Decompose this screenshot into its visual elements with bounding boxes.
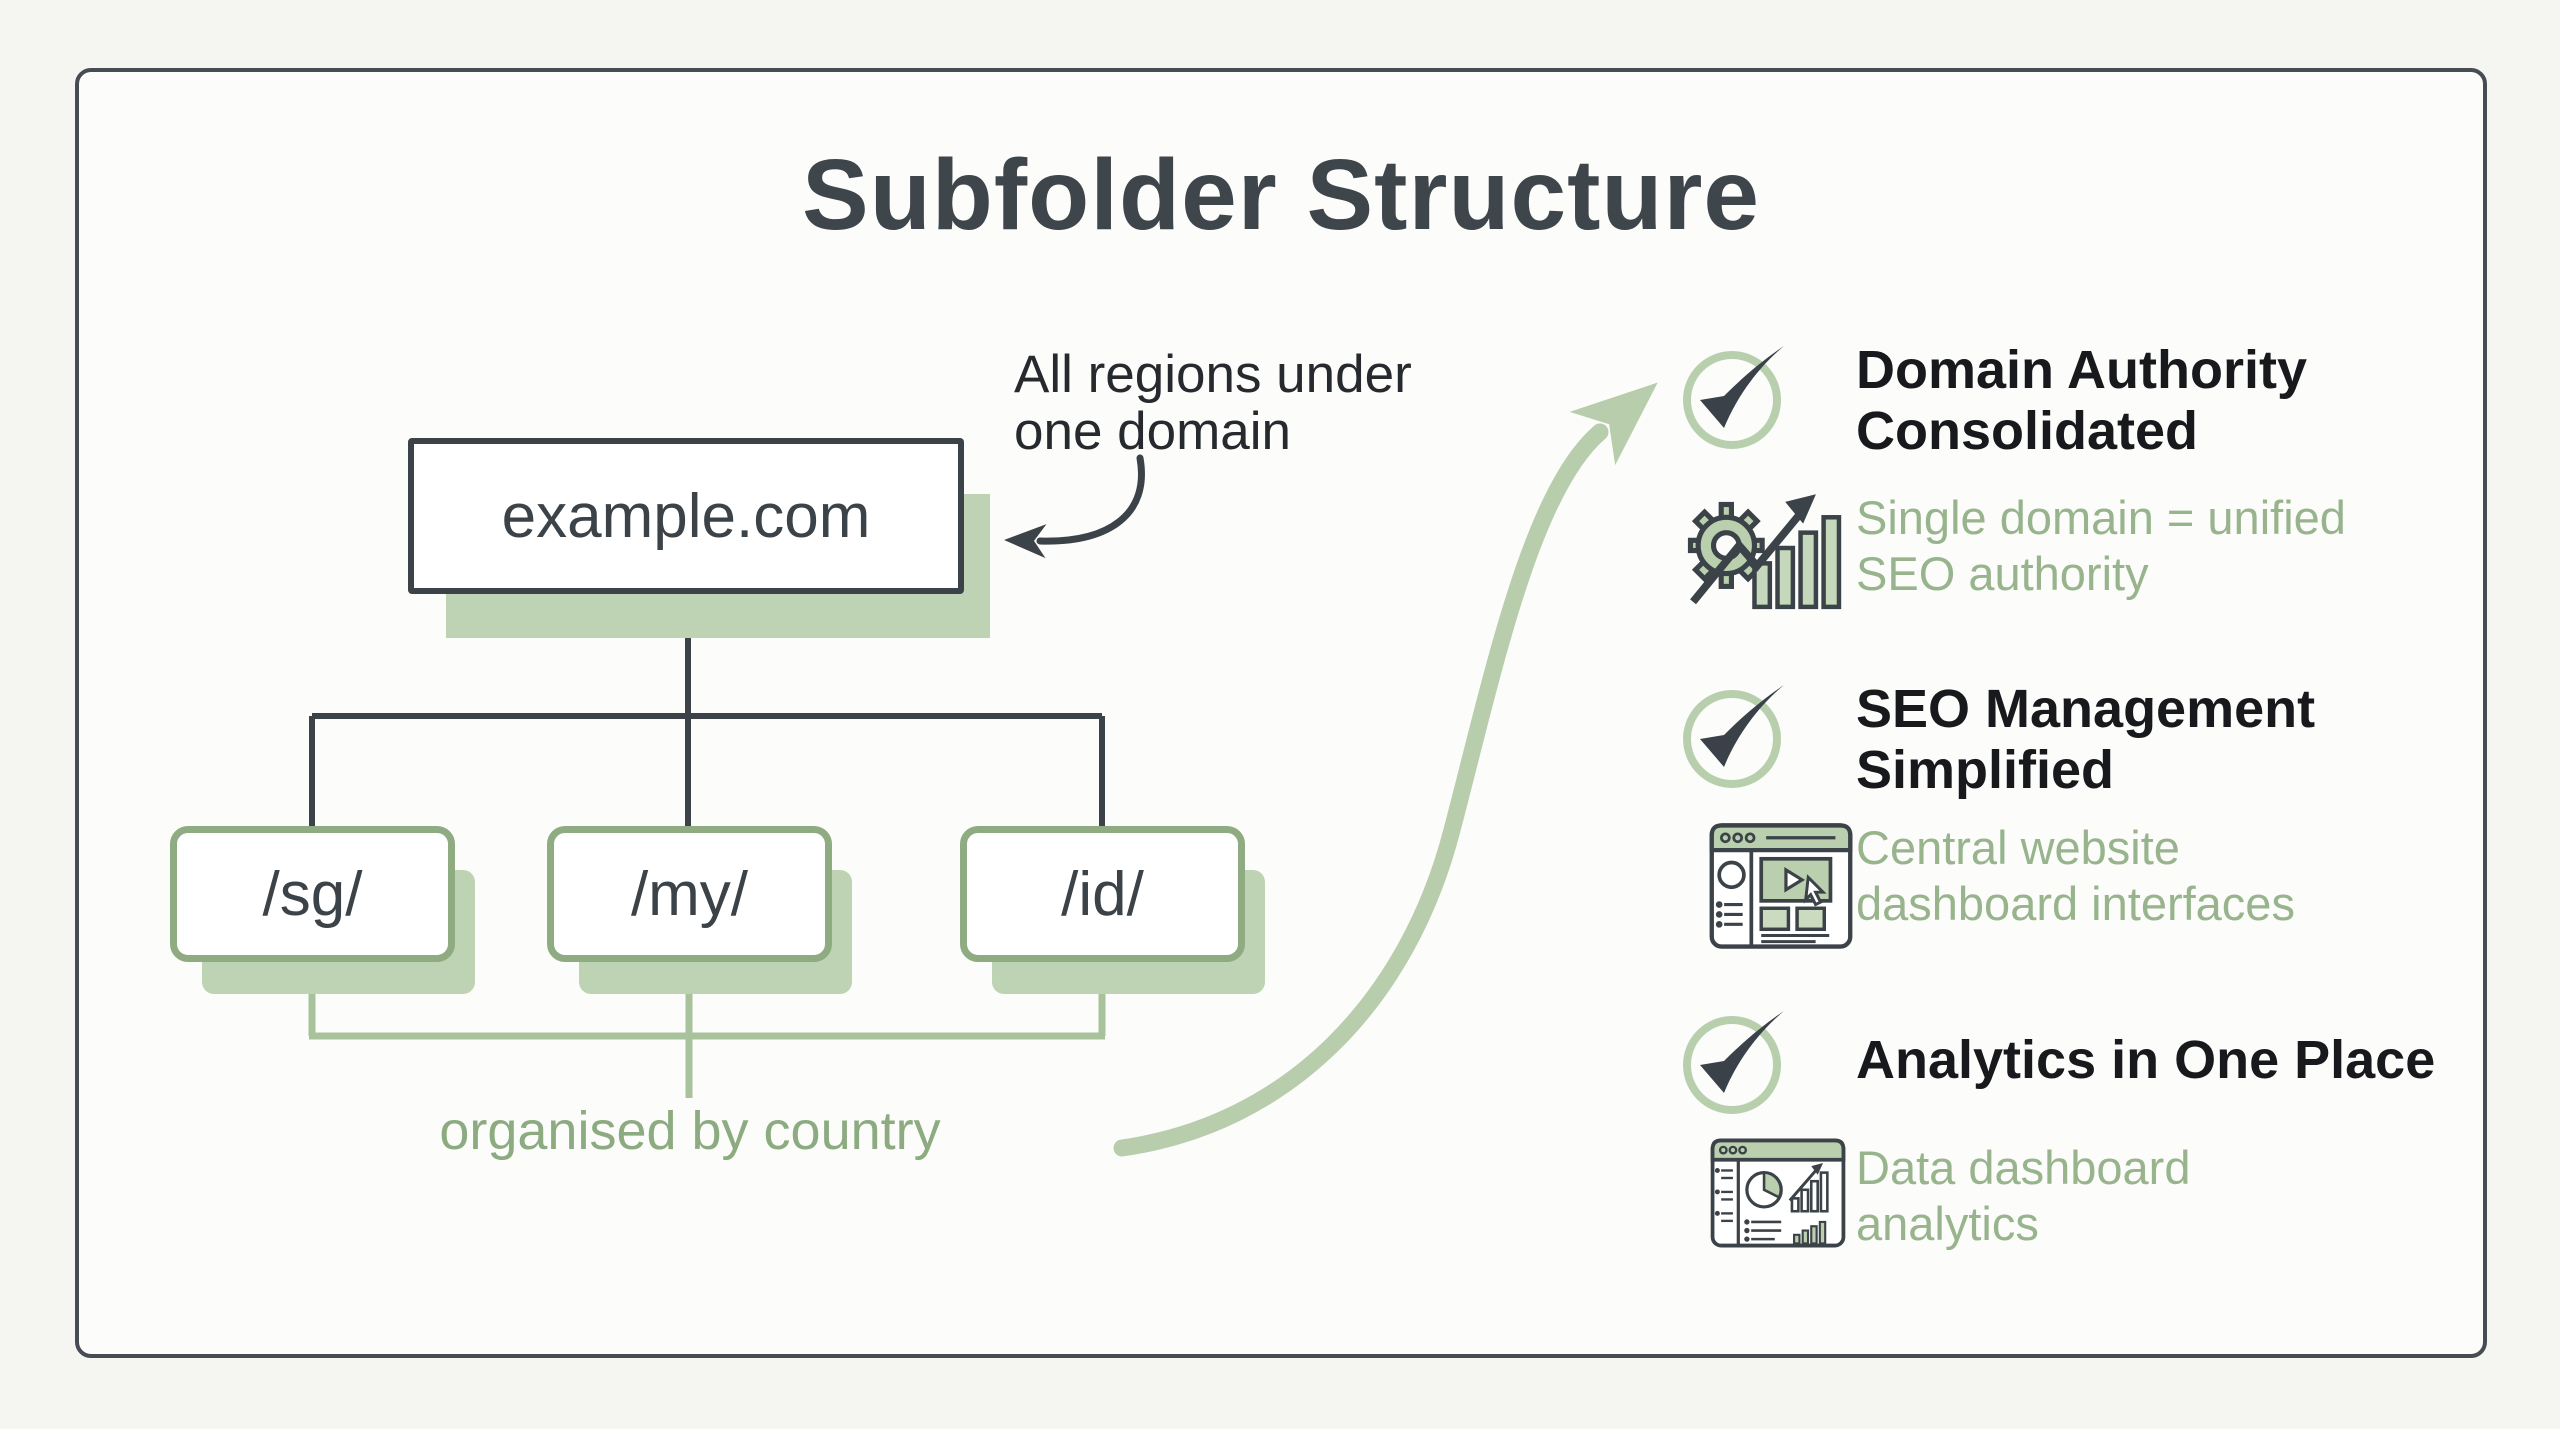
benefit-title: Analytics in One Place <box>1856 1030 2436 1090</box>
domain-root-label: example.com <box>501 481 871 551</box>
benefits-curved-arrow <box>1113 382 1658 1157</box>
subfolder-label: /id/ <box>1061 859 1144 929</box>
check-circle-icon <box>1683 346 1784 449</box>
benefit-title: Domain Authority Consolidated <box>1856 340 2307 461</box>
subfolder-box-my: /my/ <box>547 826 832 962</box>
country-bracket-lines <box>308 984 1106 1098</box>
annotation-arrow <box>1004 454 1145 559</box>
page-title: Subfolder Structure <box>802 139 1760 251</box>
analytics-dashboard-icon <box>1710 1138 1846 1248</box>
subfolder-box-sg: /sg/ <box>170 826 455 962</box>
browser-dashboard-icon <box>1709 823 1853 949</box>
benefit-desc: Data dashboard analytics <box>1856 1141 2191 1250</box>
benefit-title: SEO Management Simplified <box>1856 679 2316 800</box>
check-circle-icon <box>1683 685 1784 788</box>
benefit-desc: Single domain = unified SEO authority <box>1856 491 2346 600</box>
annotation-line: one domain <box>1014 402 1291 461</box>
subfolder-label: /my/ <box>630 859 749 929</box>
country-caption: organised by country <box>439 1101 941 1161</box>
domain-root-box: example.com <box>408 438 964 594</box>
gear-growth-chart-icon <box>1687 494 1842 610</box>
subfolder-box-id: /id/ <box>960 826 1245 962</box>
check-circle-icon <box>1683 1011 1784 1114</box>
annotation-text: All regions under one domain <box>1014 346 1412 460</box>
annotation-line: All regions under <box>1014 345 1412 404</box>
benefit-desc: Central website dashboard interfaces <box>1856 821 2295 930</box>
subfolder-label: /sg/ <box>262 859 363 929</box>
tree-connector-lines <box>309 594 1105 826</box>
